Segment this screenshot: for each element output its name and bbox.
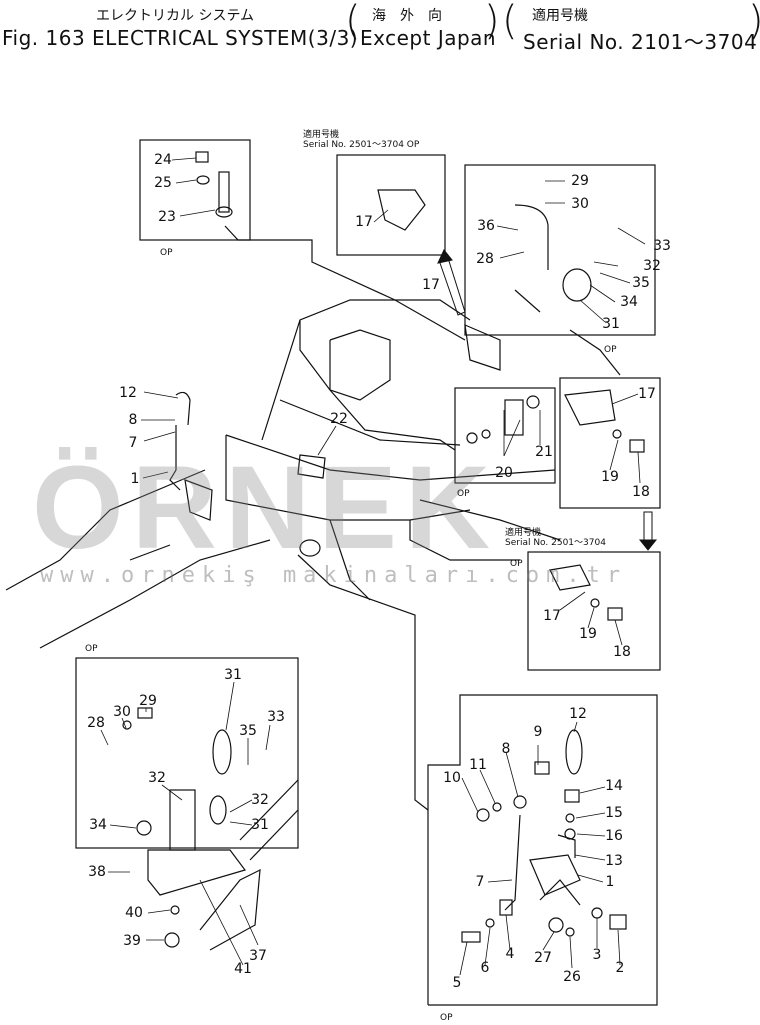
region-label: Except Japan	[360, 26, 497, 50]
part-label: 10	[443, 770, 461, 786]
part-label: 12	[569, 706, 587, 722]
part-label: 19	[601, 469, 619, 485]
op-note-5: OP	[85, 644, 98, 654]
inset-serial-japanese-2: 適用号機	[505, 528, 542, 538]
part-label: 18	[632, 484, 650, 500]
part-label: 4	[505, 946, 515, 962]
serial-japanese: 適用号機	[532, 8, 588, 24]
op-note-1: OP	[160, 248, 173, 258]
inset-box-lever	[427, 694, 658, 1006]
part-label: 27	[534, 950, 552, 966]
region-japanese: 海 外 向	[372, 8, 442, 24]
part-label: 22	[330, 411, 348, 427]
part-label: 3	[592, 947, 602, 963]
part-label: 17	[543, 608, 561, 624]
inset-box-switch	[139, 139, 251, 241]
right-paren: )	[484, 0, 500, 44]
part-label: 17	[355, 214, 373, 230]
part-label: 28	[87, 715, 105, 731]
inset-serial-note-top: 適用号機 Serial No. 2501～3704 OP	[303, 130, 419, 150]
part-label: 36	[477, 218, 495, 234]
page-title: Fig. 163 ELECTRICAL SYSTEM(3/3)	[2, 26, 359, 50]
inset-serial-range-2: Serial No. 2501～3704	[505, 538, 606, 548]
part-label: 12	[119, 385, 137, 401]
inset-box-bracket-c	[527, 551, 661, 671]
op-note-6: OP	[440, 1013, 453, 1023]
part-label: 13	[605, 853, 623, 869]
part-label: 2	[615, 960, 625, 976]
inset-box-bracket-a	[336, 154, 446, 256]
part-label: 35	[632, 275, 650, 291]
part-label: 33	[653, 238, 671, 254]
part-label: 32	[148, 770, 166, 786]
part-label: 29	[571, 173, 589, 189]
part-label: 7	[128, 435, 138, 451]
part-label: 21	[535, 444, 553, 460]
inset-serial-range: Serial No. 2501～3704 OP	[303, 140, 420, 150]
part-label: 25	[154, 175, 172, 191]
part-label: 31	[224, 667, 242, 683]
op-note-2: OP	[604, 345, 617, 355]
part-label: 39	[123, 933, 141, 949]
part-label: 8	[128, 412, 138, 428]
left-paren: (	[345, 0, 361, 44]
part-label: 31	[251, 817, 269, 833]
part-label: 41	[234, 961, 252, 977]
part-label: 32	[643, 258, 661, 274]
op-note-3: OP	[457, 489, 470, 499]
left-paren-2: (	[502, 0, 518, 44]
part-label: 11	[469, 757, 487, 773]
part-label: 23	[158, 209, 176, 225]
part-label: 9	[533, 724, 543, 740]
japanese-title: エレクトリカル システム	[96, 8, 255, 24]
serial-range: Serial No. 2101～3704	[523, 30, 758, 54]
part-label: 1	[130, 471, 140, 487]
part-label: 31	[602, 316, 620, 332]
part-label: 35	[239, 723, 257, 739]
part-label: 30	[571, 196, 589, 212]
part-label: 28	[476, 251, 494, 267]
part-label: 15	[605, 805, 623, 821]
inset-box-panel	[75, 657, 299, 849]
inset-serial-note-right: 適用号機 Serial No. 2501～3704	[505, 528, 606, 548]
part-label: 19	[579, 626, 597, 642]
part-label: 18	[613, 644, 631, 660]
part-label: 30	[113, 704, 131, 720]
part-label: 20	[495, 465, 513, 481]
watermark-url: www.ornekiş makinaları.com.tr	[40, 563, 628, 588]
part-label: 14	[605, 778, 623, 794]
part-label: 33	[267, 709, 285, 725]
part-label: 5	[452, 975, 462, 991]
inset-box-lamp	[464, 164, 656, 336]
watermark-brand: ÖRNEK	[32, 442, 499, 574]
part-label: 8	[501, 741, 511, 757]
inset-box-bracket-b	[559, 377, 661, 509]
part-label: 32	[251, 792, 269, 808]
part-label: 1	[605, 874, 615, 890]
part-label: 37	[249, 948, 267, 964]
inset-serial-japanese: 適用号機	[303, 130, 340, 140]
part-label: 7	[475, 874, 485, 890]
part-label: 26	[563, 969, 581, 985]
part-label: 17	[422, 277, 440, 293]
op-note-4: OP	[510, 559, 523, 569]
part-label: 16	[605, 828, 623, 844]
part-label: 38	[88, 864, 106, 880]
part-label: 6	[480, 960, 490, 976]
inset-box-connector	[454, 387, 556, 484]
right-paren-2: )	[748, 0, 760, 44]
part-label: 24	[154, 152, 172, 168]
part-label: 29	[139, 693, 157, 709]
part-label: 40	[125, 905, 143, 921]
part-label: 34	[89, 817, 107, 833]
part-label: 17	[638, 386, 656, 402]
part-label: 34	[620, 294, 638, 310]
